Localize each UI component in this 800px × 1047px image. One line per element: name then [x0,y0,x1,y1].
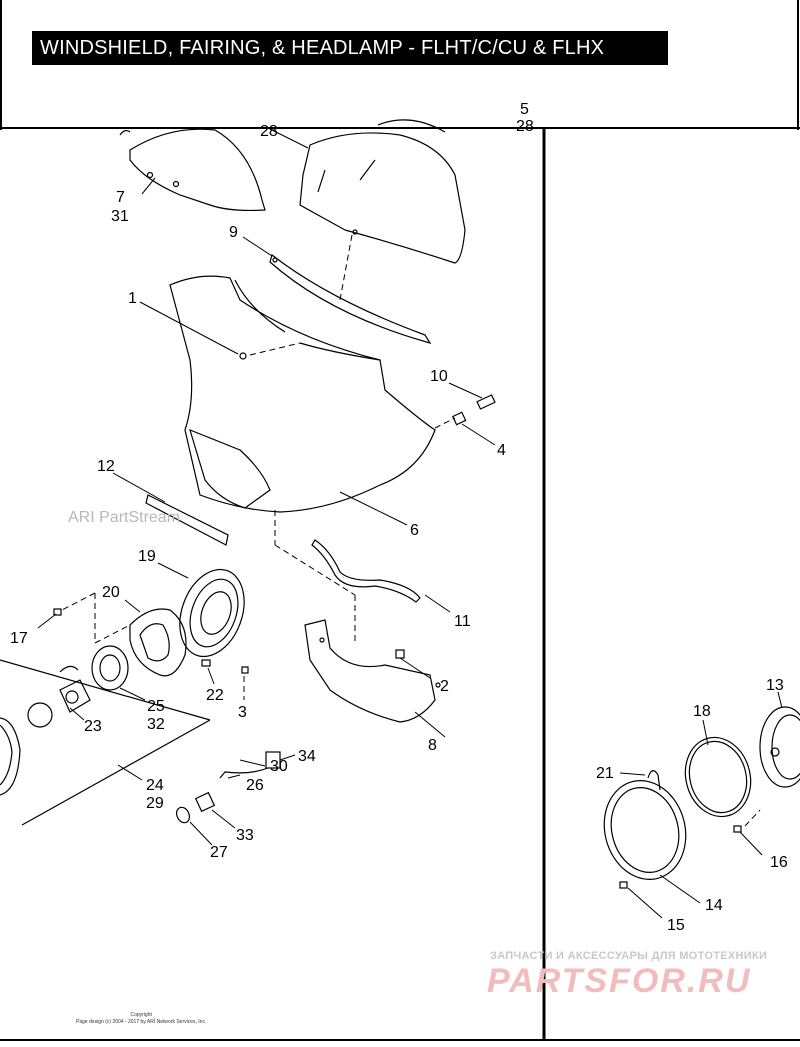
trim-strip [242,236,432,344]
ari-watermark: ARI PartStream [68,509,181,526]
copyright-notice: Copyright Page design (c) 2004 - 2017 by… [76,1012,206,1026]
callout-17: 17 [10,630,28,647]
shop-logo: PARTSFOR.RU [487,962,752,1000]
fasteners-left [37,592,249,700]
callout-1: 1 [128,290,137,307]
callout-9: 9 [229,224,238,241]
headlamp-housing [157,562,245,658]
callout-14: 14 [705,897,723,914]
callout-22: 22 [206,687,224,704]
callout-13: 13 [766,677,784,694]
callout-2: 2 [440,678,449,695]
clip [619,770,661,791]
callout-4: 4 [497,442,506,459]
wire-bracket [311,539,451,613]
windshield-small [119,128,266,212]
callout-18: 18 [693,703,711,720]
mount-bolt-assembly [434,382,496,446]
lower-trim [112,472,356,596]
trim-ring [603,780,701,904]
wire-harness [219,751,296,779]
callout-3: 3 [238,704,247,721]
callout-27: 27 [210,844,228,861]
retaining-ring [684,719,752,818]
callout-20: 20 [102,584,120,601]
callout-19: 19 [138,548,156,565]
copyright-line-1: Copyright [130,1012,152,1018]
fairing-body [139,275,436,526]
callout-34: 34 [298,748,316,765]
headlamp-lens-right [759,691,800,788]
page-title: WINDSHIELD, FAIRING, & HEADLAMP - FLHT/C… [32,31,668,65]
callout-28b: 28 [516,118,534,135]
callout-30: 30 [270,758,288,775]
parking-bulb [175,791,236,846]
callout-10: 10 [430,368,448,385]
windshield-large [267,119,466,301]
copyright-line-2: Page design (c) 2004 - 2017 by ARI Netwo… [76,1019,207,1025]
callout-8: 8 [428,737,437,754]
callout-11: 11 [454,613,471,630]
headlamp-lens-left [0,659,211,826]
callout-28: 28 [260,123,278,140]
callout-23: 23 [84,718,102,735]
headlamp-bulb [59,665,91,721]
callout-33: 33 [236,827,254,844]
callout-labels: 1 2 3 4 5 6 7 8 9 10 11 12 13 14 15 16 1… [10,101,788,934]
callout-7: 7 [116,189,125,206]
headlamp-reflector [124,599,187,677]
lower-bracket [304,595,446,738]
callout-29: 29 [146,795,164,812]
callout-32: 32 [147,716,165,733]
callout-24: 24 [146,777,164,794]
callout-15: 15 [667,917,685,934]
callout-26: 26 [246,777,264,794]
callout-21: 21 [596,765,614,782]
callout-6: 6 [410,522,419,539]
callout-12: 12 [97,458,115,475]
callout-25: 25 [147,698,165,715]
callout-5: 5 [520,101,529,118]
callout-16: 16 [770,854,788,871]
fasteners-right [619,809,763,919]
bulb-socket [91,645,146,701]
shop-tagline: ЗАПЧАСТИ И АКСЕССУАРЫ ДЛЯ МОТОТЕХНИКИ [490,950,768,962]
callout-31: 31 [111,208,129,225]
